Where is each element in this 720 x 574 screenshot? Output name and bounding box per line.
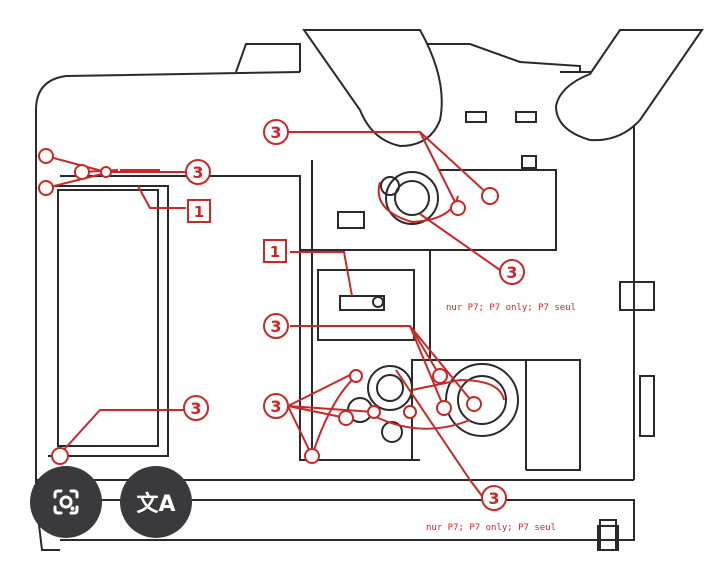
translate-icon: 文A [136, 492, 176, 517]
svg-text:3: 3 [270, 123, 281, 142]
svg-text:3: 3 [270, 317, 281, 336]
svg-text:3: 3 [488, 489, 499, 508]
note-bottom: nur P7; P7 only; P7 seul [426, 523, 556, 533]
callout-3-a: 3 [185, 159, 211, 185]
svg-text:1: 1 [270, 243, 280, 261]
callout-3-g: 3 [481, 485, 507, 511]
callout-3-b: 3 [263, 119, 289, 145]
film-guide-covers [302, 29, 704, 148]
lens-search-button[interactable] [30, 466, 102, 538]
svg-text:3: 3 [506, 263, 517, 282]
lens-search-icon [53, 489, 79, 515]
note-middle: nur P7; P7 only; P7 seul [446, 303, 576, 313]
svg-text:1: 1 [194, 203, 204, 221]
callout-3-d: 3 [263, 313, 289, 339]
box-1-left: 1 [187, 199, 211, 223]
box-1-middle: 1 [263, 239, 287, 263]
translate-button[interactable]: 文A [120, 466, 192, 538]
callout-3-f: 3 [263, 393, 289, 419]
svg-text:3: 3 [270, 397, 281, 416]
svg-text:3: 3 [192, 163, 203, 182]
callout-3-e: 3 [183, 395, 209, 421]
callout-3-c: 3 [499, 259, 525, 285]
svg-text:3: 3 [190, 399, 201, 418]
roller-markers [38, 148, 499, 465]
